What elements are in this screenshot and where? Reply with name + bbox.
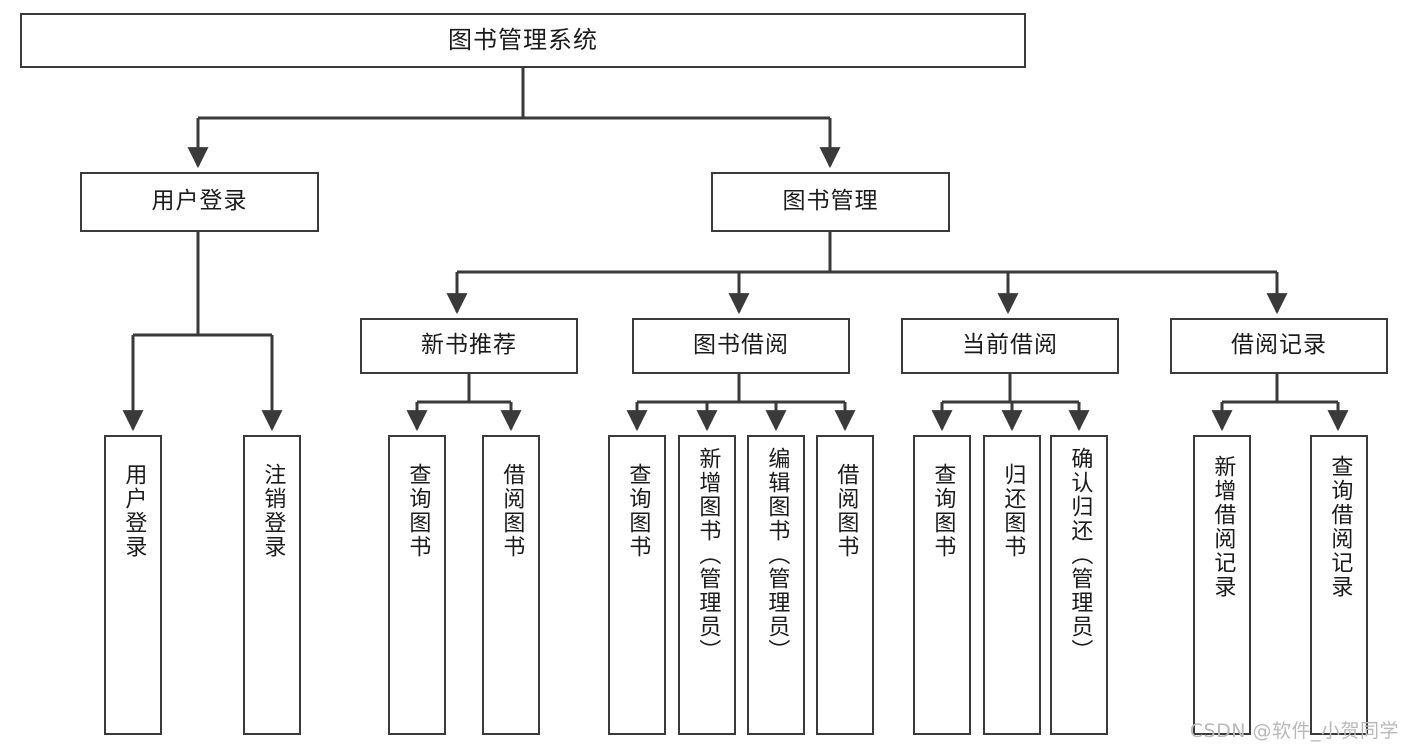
leaf-label: 查询图书 (405, 463, 431, 559)
node-label: 图书借阅 (693, 332, 789, 359)
node-user-login[interactable]: 用户登录 (80, 172, 319, 232)
node-label: 图书管理 (782, 188, 879, 215)
leaf-recommend-query-book[interactable]: 查询图书 (388, 435, 446, 735)
leaf-label: 用户登录 (121, 463, 147, 559)
leaf-label: 借阅图书 (833, 463, 859, 559)
leaf-current-confirm-return-admin[interactable]: 确认归还（管理员） (1050, 435, 1108, 735)
leaf-recommend-borrow-book[interactable]: 借阅图书 (482, 435, 540, 735)
node-label: 图书管理系统 (448, 26, 598, 55)
leaf-current-query-book[interactable]: 查询图书 (913, 435, 971, 735)
leaf-record-add-record[interactable]: 新增借阅记录 (1193, 435, 1251, 735)
leaf-label: 新增借阅记录 (1210, 455, 1236, 599)
leaf-label: 新增图书（管理员） (695, 447, 721, 663)
leaf-borrow-edit-book-admin[interactable]: 编辑图书（管理员） (747, 435, 805, 735)
leaf-user-login-signin[interactable]: 用户登录 (104, 435, 162, 735)
leaf-borrow-borrow-book[interactable]: 借阅图书 (816, 435, 874, 735)
leaf-current-return-book[interactable]: 归还图书 (983, 435, 1041, 735)
node-label: 新书推荐 (421, 332, 517, 359)
watermark-text: CSDN @软件_小贺同学 (1189, 720, 1399, 742)
leaf-label: 查询图书 (930, 463, 956, 559)
node-label: 用户登录 (151, 188, 248, 215)
node-book-management[interactable]: 图书管理 (711, 172, 950, 232)
leaf-label: 确认归还（管理员） (1067, 447, 1093, 663)
leaf-label: 编辑图书（管理员） (764, 447, 790, 663)
leaf-label: 归还图书 (1000, 463, 1026, 559)
leaf-borrow-add-book-admin[interactable]: 新增图书（管理员） (678, 435, 736, 735)
node-label: 借阅记录 (1231, 332, 1327, 359)
node-current-borrow[interactable]: 当前借阅 (901, 318, 1119, 374)
node-label: 当前借阅 (962, 332, 1058, 359)
node-book-borrow[interactable]: 图书借阅 (632, 318, 850, 374)
leaf-label: 查询借阅记录 (1327, 455, 1353, 599)
leaf-record-query-record[interactable]: 查询借阅记录 (1310, 435, 1368, 735)
node-borrow-record[interactable]: 借阅记录 (1170, 318, 1388, 374)
node-root-system[interactable]: 图书管理系统 (20, 13, 1026, 68)
leaf-label: 查询图书 (625, 463, 651, 559)
leaf-borrow-query-book[interactable]: 查询图书 (608, 435, 666, 735)
leaf-label: 注销登录 (260, 463, 286, 559)
node-new-book-recommend[interactable]: 新书推荐 (360, 318, 578, 374)
leaf-label: 借阅图书 (499, 463, 525, 559)
leaf-user-login-logout[interactable]: 注销登录 (243, 435, 301, 735)
